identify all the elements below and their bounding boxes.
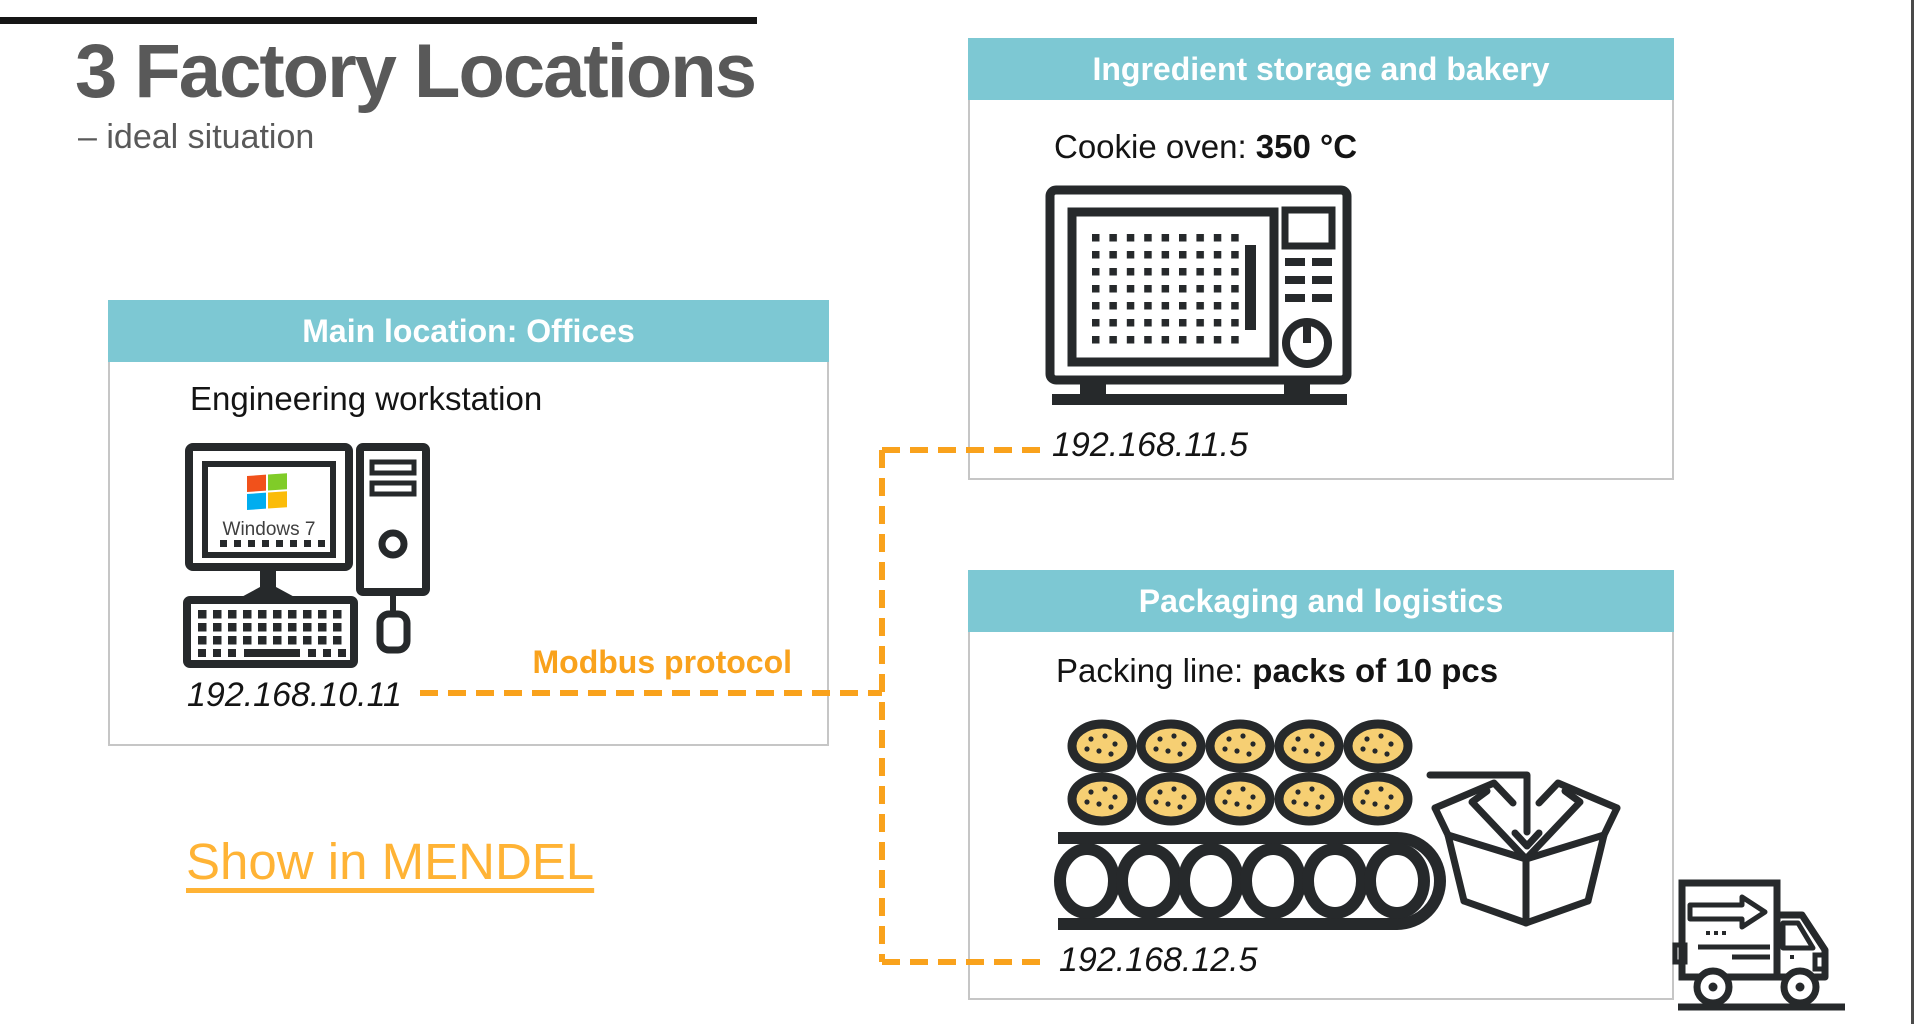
panel-bakery-header: Ingredient storage and bakery [968,38,1674,100]
open-box-icon [1431,779,1621,927]
windows-logo-icon [247,473,287,510]
oven-feet [1052,380,1347,405]
oven-buttons [1285,258,1332,302]
panel-main-header: Main location: Offices [108,300,829,362]
pack-size: packs of 10 pcs [1252,652,1499,689]
desktop-computer-windows7-icon: Windows 7 [183,443,430,668]
bakery-ip-address: 192.168.11.5 [1052,426,1248,464]
main-ip-address: 192.168.10.11 [187,676,402,714]
conveyor-belt [1058,832,1446,930]
windows7-label: Windows 7 [223,519,316,540]
page-subtitle: – ideal situation [78,118,315,156]
panel-main-location: Main location: Offices Engineering works… [108,300,829,746]
packing-line-label: Packing line: packs of 10 pcs [1056,652,1499,689]
conveyor-cookies-packing-box-icon [1042,702,1621,930]
panel-packaging: Packaging and logistics Packing line: pa… [968,570,1674,1000]
right-edge-artifact [1911,0,1914,1024]
cookie-oven-icon [1045,185,1352,405]
oven-temperature: 350 °C [1255,128,1358,165]
show-in-mendel-link[interactable]: Show in MENDEL [186,833,595,890]
keyboard-bottom-row [198,649,346,657]
packaging-ip-address: 192.168.12.5 [1059,941,1258,979]
panel-packaging-header: Packaging and logistics [968,570,1674,632]
oven-label: Cookie oven: 350 °C [1054,128,1358,165]
modbus-protocol-label: Modbus protocol [532,644,792,680]
top-edge-artifact [0,17,757,24]
workstation-label: Engineering workstation [190,380,543,417]
page-title: 3 Factory Locations [75,29,757,114]
delivery-truck-icon [1672,879,1845,1011]
arrow-down-icon [1426,771,1543,850]
screen-dots [220,540,325,547]
panel-bakery: Ingredient storage and bakery Cookie ove… [968,38,1674,480]
shipping-arrow-icon [1687,894,1768,930]
